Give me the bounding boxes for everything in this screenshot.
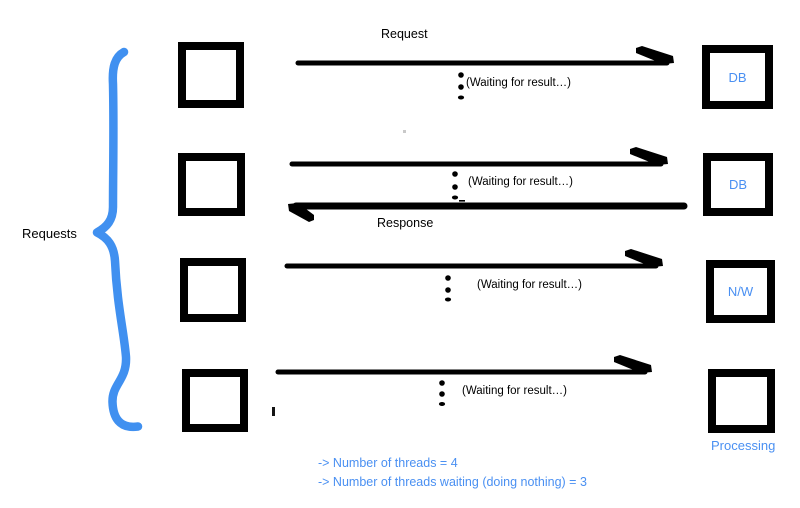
waiting-text-2: (Waiting for result…) (468, 176, 574, 188)
processing-label: Processing (711, 438, 776, 453)
request-arrow-4-head (614, 355, 652, 373)
processing-box (708, 369, 775, 433)
db-label-1: DB (728, 69, 747, 85)
stray-tick (272, 407, 275, 416)
waiting-dots-4 (438, 380, 446, 406)
request-arrow-3-head (625, 249, 663, 267)
waiting-text-3: (Waiting for result…) (477, 279, 583, 291)
nw-box: N/W (706, 260, 775, 323)
note-waiting-count: -> Number of threads waiting (doing noth… (318, 475, 587, 489)
request-arrow-1-head (636, 46, 674, 64)
waiting-dots-1 (457, 72, 465, 100)
thread-box-3 (180, 258, 246, 322)
db-box-1: DB (702, 45, 773, 109)
response-label: Response (377, 216, 434, 230)
waiting-text-4: (Waiting for result…) (462, 385, 568, 397)
requests-label: Requests (22, 226, 77, 241)
thread-box-1 (178, 42, 244, 108)
response-arrow-head (288, 203, 314, 222)
requests-brace (92, 47, 143, 432)
db-box-2: DB (703, 153, 773, 216)
waiting-text-1: (Waiting for result…) (466, 77, 572, 89)
waiting-dots-2 (451, 171, 465, 202)
request-arrow-2-head (630, 147, 668, 165)
stray-dot (403, 130, 406, 133)
db-label-2: DB (728, 177, 748, 192)
thread-box-4 (182, 369, 248, 432)
thread-box-2 (178, 153, 245, 216)
note-thread-count: -> Number of threads = 4 (318, 456, 458, 470)
waiting-dots-3 (444, 275, 452, 302)
nw-label: N/W (727, 284, 754, 299)
request-label: Request (381, 27, 428, 41)
